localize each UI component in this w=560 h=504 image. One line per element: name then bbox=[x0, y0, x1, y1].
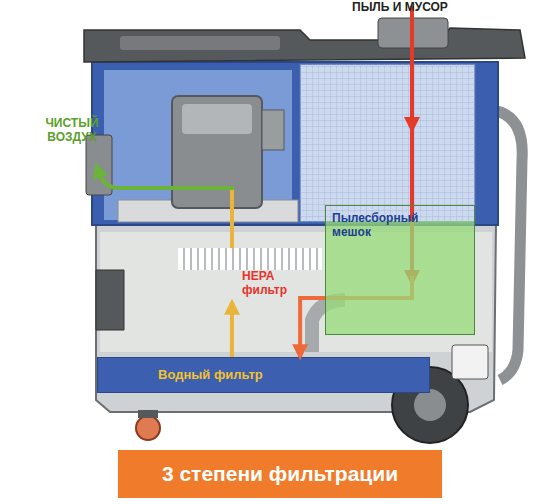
dust-flow-arrow bbox=[410, 6, 414, 125]
bag-mesh bbox=[300, 64, 475, 222]
node-text: Пылесборный мешок bbox=[332, 212, 452, 240]
dust-bag: Пылесборный мешок bbox=[325, 205, 475, 335]
bag-mesh-grid bbox=[300, 64, 475, 222]
motor-top bbox=[182, 104, 252, 134]
outlet-label: ЧИСТЫЙ ВОЗДУХ bbox=[36, 116, 108, 145]
caption-banner: 3 степени фильтрации bbox=[118, 450, 442, 498]
caption-text: 3 степени фильтрации bbox=[162, 462, 398, 486]
flow-arrow bbox=[300, 298, 325, 357]
node-text: HEPA фильтр bbox=[242, 270, 302, 298]
flow-arrow bbox=[230, 302, 234, 357]
motor bbox=[172, 96, 262, 208]
side-port bbox=[96, 270, 124, 330]
node-text: Водный фильтр bbox=[158, 368, 358, 383]
inlet-label: ПЫЛЬ И МУСОР bbox=[352, 0, 472, 14]
lid-handle bbox=[120, 36, 280, 50]
air-flow-line bbox=[230, 188, 234, 250]
hepa-filter: HEPA фильтр bbox=[178, 248, 322, 302]
wheel-hub bbox=[414, 389, 446, 421]
clean-air-arrow bbox=[98, 170, 234, 188]
water-filter: Водный фильтр bbox=[97, 357, 430, 393]
caster-wheel bbox=[136, 416, 160, 440]
upper-body bbox=[92, 62, 498, 225]
caster-mount bbox=[138, 410, 158, 418]
upper-inner bbox=[104, 70, 292, 220]
rear-handle bbox=[452, 345, 488, 379]
motor-part bbox=[262, 110, 284, 150]
lid bbox=[84, 28, 525, 62]
